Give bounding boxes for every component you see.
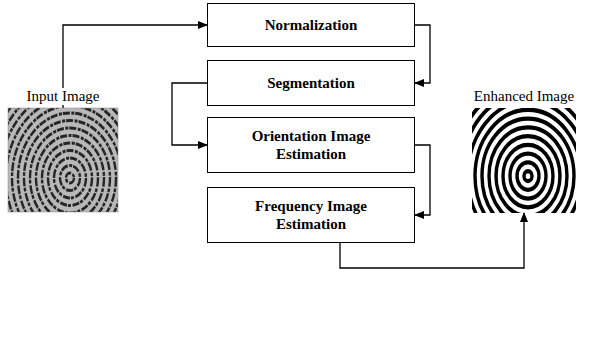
- enhanced-fingerprint: [472, 108, 576, 213]
- flow-arrow: [415, 145, 430, 215]
- process-box: Frequency Image Estimation: [207, 187, 415, 243]
- input-fingerprint: [8, 108, 118, 212]
- box-label: Segmentation: [267, 74, 355, 92]
- process-box: Segmentation: [207, 60, 415, 106]
- process-box: Orientation Image Estimation: [207, 117, 415, 173]
- box-label: Frequency Image Estimation: [224, 197, 398, 233]
- process-box: Normalization: [207, 3, 415, 47]
- box-label: Orientation Image Estimation: [224, 127, 398, 163]
- image-caption: Input Image: [24, 88, 103, 105]
- enhanced-image: Enhanced Image: [472, 108, 576, 213]
- box-label: Normalization: [265, 16, 357, 34]
- image-caption: Enhanced Image: [471, 88, 577, 105]
- input-image: Input Image: [8, 108, 118, 212]
- flow-arrow: [172, 83, 207, 145]
- flow-arrow: [415, 25, 430, 83]
